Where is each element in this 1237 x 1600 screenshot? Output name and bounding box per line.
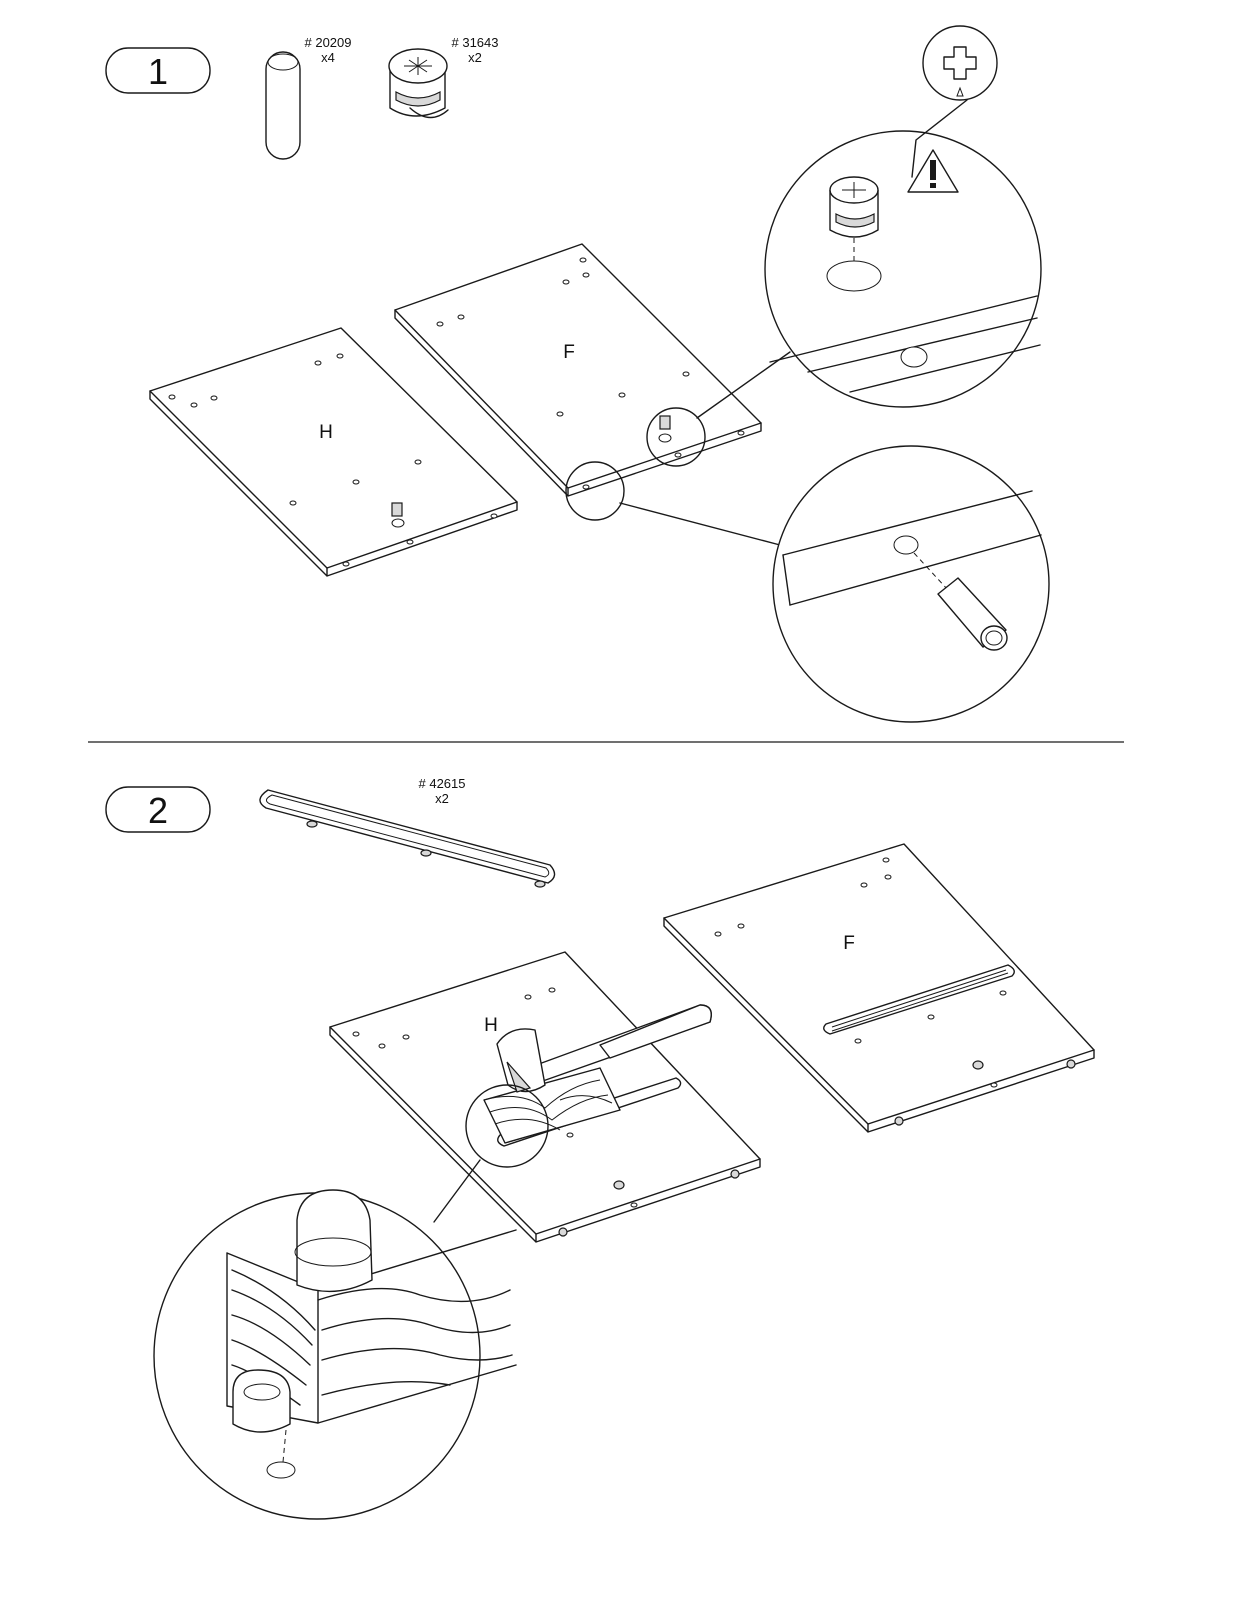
panel-h-label: H xyxy=(319,422,333,443)
zoom-slot-orientation xyxy=(923,26,997,100)
step-1: 1 # 20209 x4 # 31643 x2 xyxy=(106,26,1049,722)
part-rail: # 42615 x2 xyxy=(260,776,555,887)
step-2: 2 # 42615 x2 xyxy=(106,776,1094,1519)
part-rail-qty: x2 xyxy=(435,791,449,806)
step-1-badge: 1 xyxy=(106,48,210,93)
part-cam-lock-code: # 31643 xyxy=(452,35,499,50)
panel-h2-label: H xyxy=(484,1015,498,1036)
panel-f-step2: F xyxy=(664,844,1094,1132)
step-2-number: 2 xyxy=(148,790,168,831)
cam-lock-icon xyxy=(389,49,448,118)
part-rail-code: # 42615 xyxy=(419,776,466,791)
part-dowel-qty: x4 xyxy=(321,50,335,65)
step-2-badge: 2 xyxy=(106,787,210,832)
part-dowel-code: # 20209 xyxy=(305,35,352,50)
zoom-dowel xyxy=(773,446,1049,722)
panel-f-label: F xyxy=(563,342,575,363)
zoom-cam-lock xyxy=(765,100,1041,407)
part-cam-lock: # 31643 x2 xyxy=(389,35,499,118)
cam-lock-small-icon xyxy=(392,503,402,516)
zoom-hammer-wood xyxy=(154,1190,516,1519)
step-1-number: 1 xyxy=(148,51,168,92)
rail-icon xyxy=(260,790,555,887)
dowel-icon xyxy=(266,52,300,159)
part-cam-lock-qty: x2 xyxy=(468,50,482,65)
panel-f2-label: F xyxy=(843,933,855,954)
part-dowel: # 20209 x4 xyxy=(266,35,352,159)
